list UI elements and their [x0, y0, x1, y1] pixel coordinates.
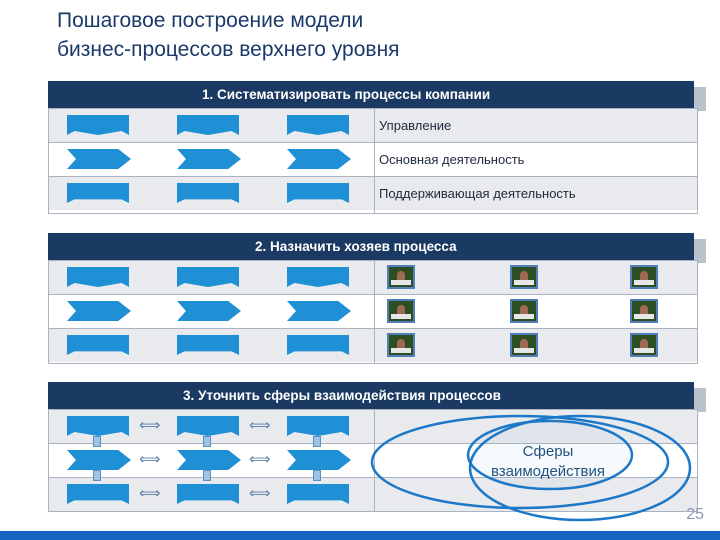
bottom-accent-bar: [0, 531, 720, 540]
venn-label-line-1: Сферы: [476, 442, 620, 462]
venn-label-line-2: взаимодействия: [476, 462, 620, 482]
page-number: 25: [686, 506, 704, 524]
venn-label: Сферы взаимодействия: [476, 442, 620, 482]
